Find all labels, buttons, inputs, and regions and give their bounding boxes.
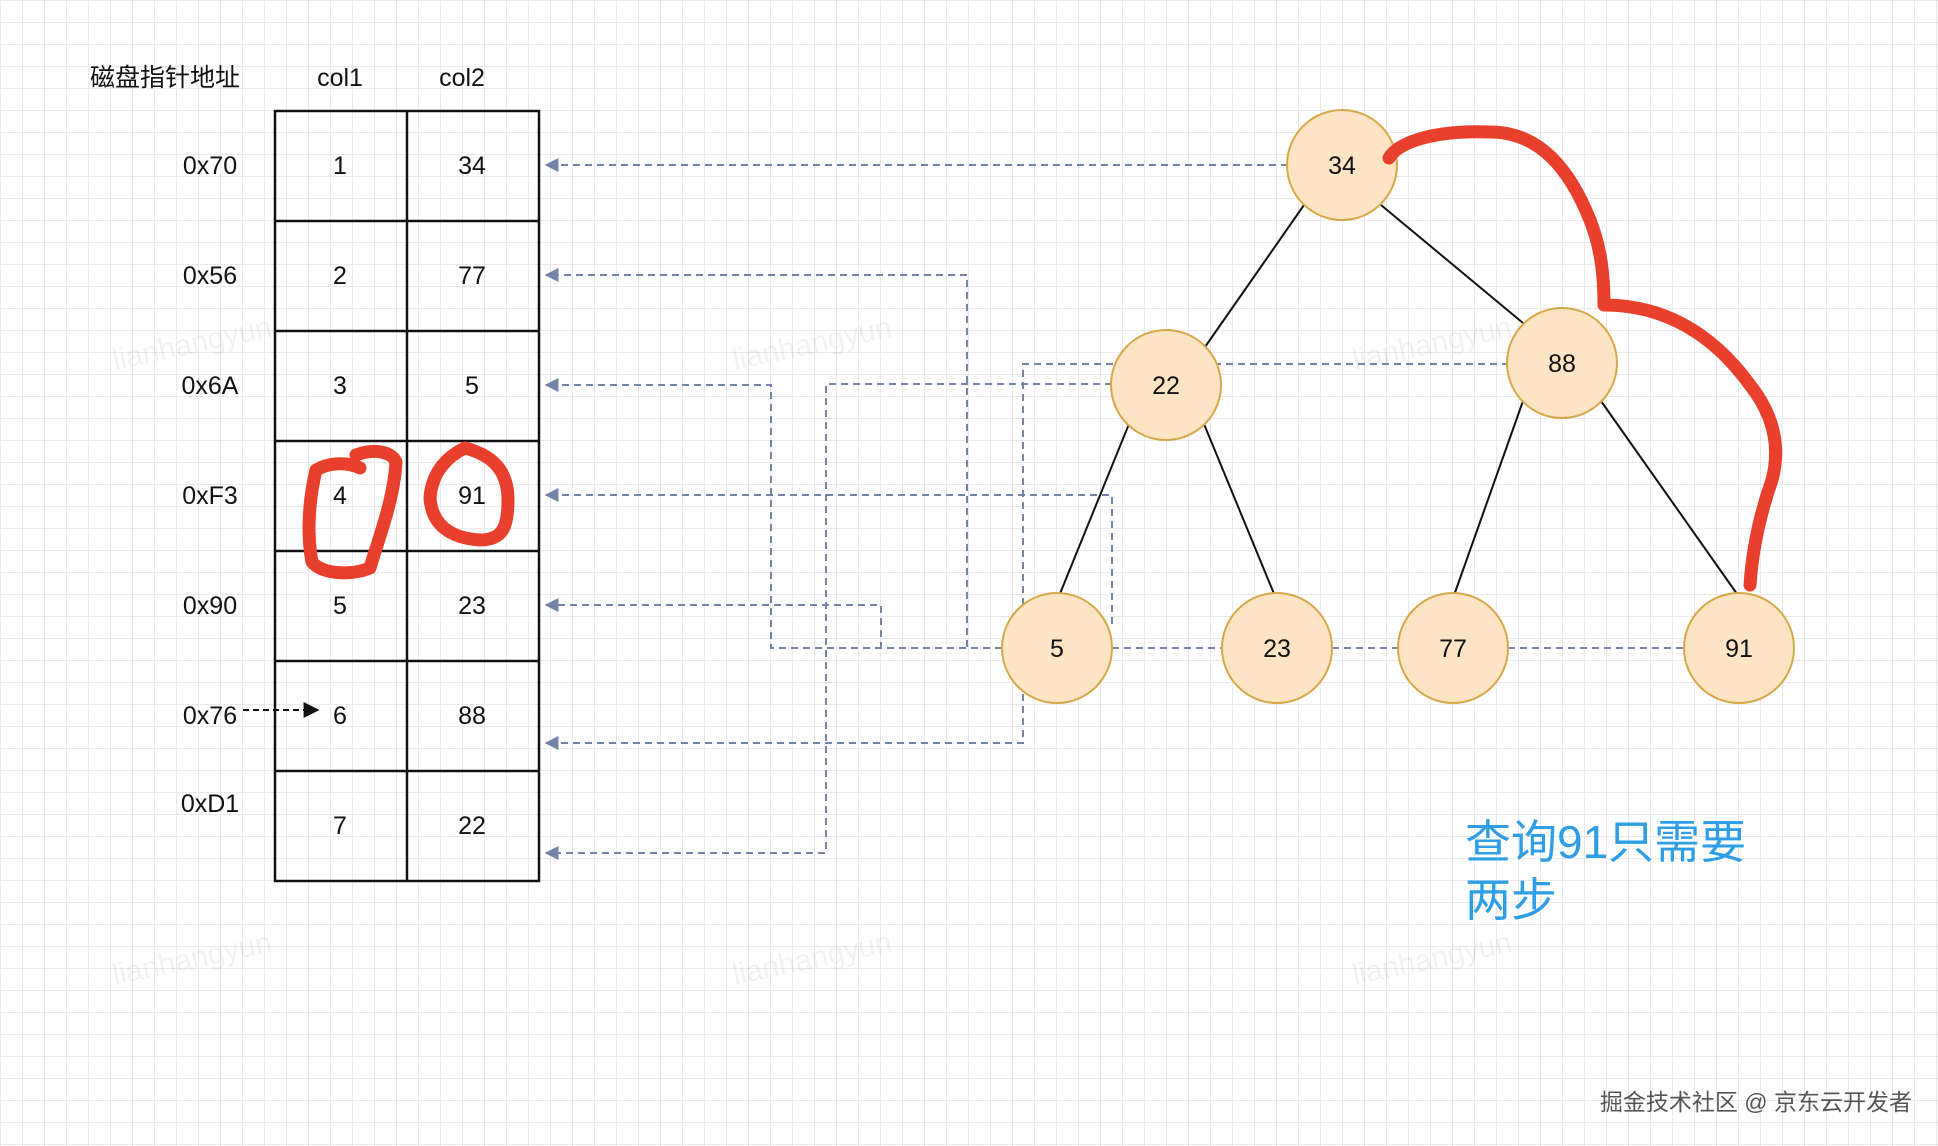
cell-col1: 4 — [333, 482, 347, 510]
note-line-2: 两步 — [1465, 874, 1557, 926]
cell-col1: 5 — [333, 592, 347, 620]
address-label: 0x76 — [183, 702, 237, 730]
address-labels: 0x70 0x56 0x6A 0xF3 0x90 0x76 0xD1 — [181, 152, 239, 818]
tree-node: 88 — [1506, 307, 1618, 419]
watermark: lianhangyun — [730, 926, 895, 992]
watermark: lianhangyun — [730, 311, 895, 377]
watermark: lianhangyun — [110, 311, 275, 377]
node-label: 88 — [1548, 350, 1576, 378]
highlight-annotations — [302, 125, 1783, 592]
cell-col1: 3 — [333, 372, 347, 400]
data-table — [273, 109, 541, 883]
address-label: 0xF3 — [182, 482, 238, 510]
tree-node: 34 — [1286, 109, 1398, 221]
cell-col2: 34 — [458, 152, 486, 180]
header-disk-pointer: 磁盘指针地址 — [90, 64, 240, 92]
tree-node: 77 — [1397, 592, 1509, 704]
tree-node: 22 — [1110, 329, 1222, 441]
node-label: 22 — [1152, 372, 1180, 400]
link-88-to-row-6 — [544, 363, 1509, 750]
node-label: 23 — [1263, 635, 1291, 663]
node-label: 5 — [1050, 635, 1064, 663]
query-note: 查询91只需要 两步 — [1465, 816, 1746, 926]
address-label: 0x56 — [183, 262, 237, 290]
search-path-stroke — [1382, 125, 1783, 592]
edge-22-23 — [1203, 423, 1278, 602]
edge-22-5 — [1056, 423, 1130, 602]
link-23-to-row-5 — [544, 598, 1002, 649]
note-line-1: 查询91只需要 — [1465, 816, 1746, 868]
tree-edges — [1056, 204, 1743, 602]
address-label: 0x70 — [183, 152, 237, 180]
cell-col2: 22 — [458, 812, 486, 840]
node-label: 77 — [1439, 635, 1467, 663]
tree-node: 5 — [1001, 592, 1113, 704]
tree-node: 91 — [1683, 592, 1795, 704]
cell-col2: 88 — [458, 702, 486, 730]
node-label: 34 — [1328, 152, 1356, 180]
edge-34-22 — [1204, 204, 1305, 348]
link-91-to-row-4 — [544, 488, 1113, 624]
cell-col1: 6 — [333, 702, 347, 730]
address-label: 0x90 — [183, 592, 237, 620]
cell-col1: 2 — [333, 262, 347, 290]
footer-credit: 掘金技术社区 @ 京东云开发者 — [1600, 1089, 1912, 1115]
watermark: lianhangyun — [1350, 311, 1515, 377]
table-headers: 磁盘指针地址 col1 col2 — [90, 64, 485, 92]
link-5-to-row-3 — [544, 378, 1002, 649]
link-22-to-row-7 — [544, 383, 1112, 860]
cell-col2: 23 — [458, 592, 486, 620]
watermark: lianhangyun — [110, 926, 275, 992]
cell-col2: 77 — [458, 262, 486, 290]
address-label: 0x6A — [182, 372, 239, 400]
node-label: 91 — [1725, 635, 1753, 663]
header-col1: col1 — [317, 64, 363, 92]
address-label: 0xD1 — [181, 790, 239, 818]
col2-values: 34 77 5 91 23 88 22 — [458, 152, 486, 840]
tree-nodes: 34 22 88 5 23 77 91 — [1001, 109, 1795, 704]
tree-node: 23 — [1221, 592, 1333, 704]
circle-mark-col1 — [302, 445, 403, 580]
cell-col2: 91 — [458, 482, 486, 510]
circle-mark-col2 — [423, 441, 515, 547]
leaf-links — [544, 158, 1684, 860]
link-77-to-row-2 — [544, 268, 1002, 649]
cell-col1: 1 — [333, 152, 347, 180]
col1-values: 1 2 3 4 5 6 7 — [333, 152, 347, 840]
edge-88-91 — [1600, 400, 1743, 602]
edge-34-88 — [1380, 204, 1524, 324]
cell-col2: 5 — [465, 372, 479, 400]
cell-col1: 7 — [333, 812, 347, 840]
watermark: lianhangyun — [1350, 926, 1515, 992]
edge-88-77 — [1451, 400, 1524, 602]
header-col2: col2 — [439, 64, 485, 92]
